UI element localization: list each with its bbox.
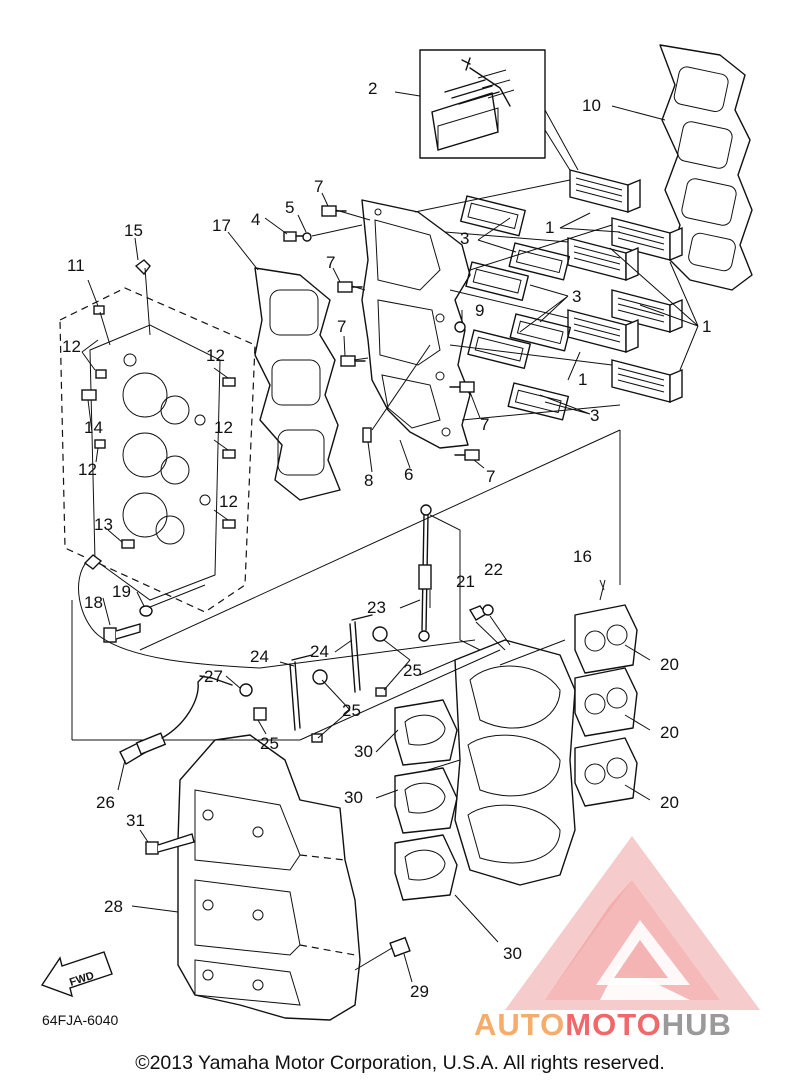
rods-24-clips-25 — [239, 614, 388, 743]
callout-14: 14 — [84, 418, 103, 437]
callout-1: 1 — [702, 317, 711, 336]
reed-gaskets-3 — [460, 195, 572, 421]
callout-labels: 1 1 1 2 3 3 3 4 5 6 7 7 7 7 7 8 9 10 11 … — [62, 79, 711, 1001]
callout-20: 20 — [660, 723, 679, 742]
callout-8: 8 — [364, 471, 373, 490]
callout-20: 20 — [660, 655, 679, 674]
gasket-10 — [659, 44, 753, 291]
callout-16: 16 — [573, 547, 592, 566]
watermark-moto: MOTO — [565, 1007, 662, 1042]
reed-valve-inset — [419, 49, 546, 159]
callout-25: 25 — [342, 701, 361, 720]
callout-11: 11 — [67, 256, 85, 275]
link-rod-23 — [418, 504, 432, 642]
callout-5: 5 — [285, 198, 294, 217]
callout-4: 4 — [251, 210, 260, 229]
callout-3: 3 — [572, 287, 581, 306]
reed-valves-1 — [567, 169, 683, 404]
callout-3: 3 — [460, 229, 469, 248]
callout-30: 30 — [503, 944, 522, 963]
callout-1: 1 — [578, 370, 587, 389]
callout-12: 12 — [78, 460, 97, 479]
callout-9: 9 — [475, 301, 484, 320]
gaskets-30 — [394, 699, 458, 901]
callout-17: 17 — [212, 216, 231, 235]
callout-31: 31 — [126, 811, 145, 830]
diagram-code: 64FJA-6040 — [42, 1012, 118, 1028]
fasteners-small — [283, 205, 480, 461]
callout-12: 12 — [219, 492, 238, 511]
callout-1: 1 — [545, 218, 554, 237]
copyright-notice: ©2013 Yamaha Motor Corporation, U.S.A. A… — [135, 1052, 665, 1074]
callout-10: 10 — [582, 96, 601, 115]
bolt-18-washer-19 — [103, 605, 153, 643]
callout-24: 24 — [250, 647, 269, 666]
callout-7: 7 — [486, 467, 495, 486]
watermark-text: AUTOMOTOHUB — [474, 1007, 732, 1043]
callout-6: 6 — [404, 465, 413, 484]
callout-30: 30 — [354, 742, 373, 761]
callout-13: 13 — [94, 515, 113, 534]
callout-21: 21 — [456, 572, 475, 591]
gaskets-20 — [574, 604, 638, 807]
intake-manifold-6 — [361, 199, 471, 449]
callout-15: 15 — [124, 221, 143, 240]
callout-7: 7 — [326, 253, 335, 272]
watermark-logo — [505, 836, 760, 1010]
callout-18: 18 — [84, 593, 103, 612]
callout-12: 12 — [62, 337, 81, 356]
callout-2: 2 — [368, 79, 377, 98]
callout-7: 7 — [314, 177, 323, 196]
callout-30: 30 — [344, 788, 363, 807]
silencer-cover-28 — [177, 734, 361, 1021]
spacer-29 — [389, 936, 411, 958]
callout-23: 23 — [367, 598, 386, 617]
fwd-arrow-icon: FWD — [40, 951, 113, 998]
callout-12: 12 — [214, 418, 233, 437]
nut-21-washer-22 — [468, 604, 494, 621]
callout-19: 19 — [112, 582, 131, 601]
carburetor-assembly — [419, 639, 576, 886]
callout-26: 26 — [96, 793, 115, 812]
watermark-hub: HUB — [661, 1007, 732, 1042]
callout-22: 22 — [484, 560, 503, 579]
callout-20: 20 — [660, 793, 679, 812]
callout-24: 24 — [310, 642, 329, 661]
callout-28: 28 — [104, 897, 123, 916]
callout-25: 25 — [260, 734, 279, 753]
callout-3: 3 — [590, 406, 599, 425]
callout-27: 27 — [204, 667, 223, 686]
bolt-31 — [145, 833, 195, 855]
callout-7: 7 — [337, 317, 346, 336]
leader-lines — [81, 91, 699, 983]
callout-25: 25 — [403, 661, 422, 680]
fittings-12-13-14 — [81, 259, 236, 549]
callout-12: 12 — [206, 346, 225, 365]
gasket-17 — [254, 267, 341, 501]
sensor-26-27 — [119, 675, 233, 765]
callout-29: 29 — [410, 982, 429, 1001]
callout-7: 7 — [480, 415, 489, 434]
watermark-auto: AUTO — [474, 1007, 566, 1042]
